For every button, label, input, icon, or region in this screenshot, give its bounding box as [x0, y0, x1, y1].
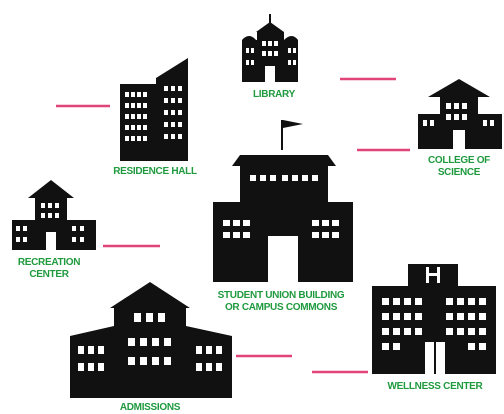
hospital-building-icon [372, 264, 496, 374]
college-of-science-label-line2: SCIENCE [437, 167, 481, 178]
recreation-center-label-line2: CENTER [29, 269, 69, 280]
college-of-science-label: COLLEGE OF SCIENCE [414, 155, 504, 179]
residence-hall-label-text: RESIDENCE HALL [113, 166, 197, 177]
admissions-label-text: ADMISSIONS [119, 402, 181, 413]
residence-hall-building-icon [120, 58, 188, 161]
admissions-building-icon [70, 282, 232, 398]
library-label-text: LIBRARY [253, 89, 295, 100]
recreation-center-label-line1: RECREATION [17, 257, 81, 268]
student-union-label-line1: STUDENT UNION BUILDING [217, 290, 345, 301]
admissions-label: ADMISSIONS [100, 402, 200, 414]
wellness-center-label: WELLNESS CENTER [376, 381, 494, 393]
recreation-center-label: RECREATION CENTER [4, 257, 94, 281]
connector-lines [56, 77, 410, 374]
recreation-building-icon [12, 180, 96, 250]
residence-hall-label: RESIDENCE HALL [100, 166, 210, 178]
wellness-center-label-text: WELLNESS CENTER [387, 381, 483, 392]
college-of-science-label-line1: COLLEGE OF [427, 155, 490, 166]
student-union-label-line2: OR CAMPUS COMMONS [224, 302, 338, 313]
library-label: LIBRARY [249, 89, 299, 101]
library-building-icon [242, 14, 298, 82]
student-union-label: STUDENT UNION BUILDING OR CAMPUS COMMONS [196, 290, 366, 314]
student-union-building-icon [213, 120, 353, 282]
college-building-icon [418, 79, 502, 149]
